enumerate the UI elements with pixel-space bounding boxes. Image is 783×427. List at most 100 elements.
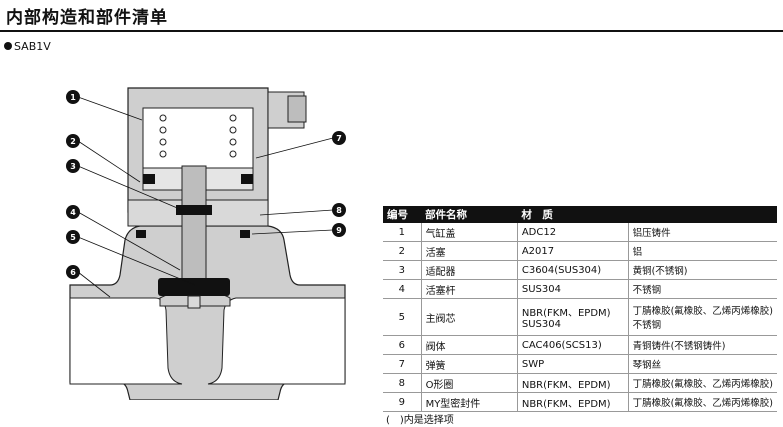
material-line: NBR(FKM、EPDM) xyxy=(521,398,611,410)
part-material: NBR(FKM、EPDM)SUS304 xyxy=(516,298,629,336)
part-name: 阀体 xyxy=(420,335,518,355)
inlet-port-shape xyxy=(69,297,183,385)
part-name: 活塞 xyxy=(420,241,518,261)
svg-text:3: 3 xyxy=(70,162,76,171)
header-number: 编号 xyxy=(383,206,422,223)
material-line: SWP xyxy=(521,358,545,370)
part-name: 活塞杆 xyxy=(420,279,518,299)
part-material: CAC406(SCS13) xyxy=(516,335,629,355)
part-number: 7 xyxy=(383,354,422,374)
valve-nut-shape xyxy=(187,295,201,309)
part-number: 8 xyxy=(383,373,422,393)
material-line: NBR(FKM、EPDM) xyxy=(521,379,611,391)
piston-seal-right xyxy=(241,174,253,184)
note-line: 青铜铸件(不锈钢铸件) xyxy=(632,341,726,352)
note-line: 不锈钢 xyxy=(632,285,662,296)
port-fitting-inner-shape xyxy=(287,95,307,123)
part-material-note: 铝压铸件 xyxy=(627,223,777,242)
part-material-note: 黄铜(不锈钢) xyxy=(627,260,777,280)
callout-2: 2 xyxy=(66,134,80,148)
material-line: A2017 xyxy=(521,245,555,257)
footnote: ( )内是选择项 xyxy=(386,415,454,426)
table-header-row: 编号 部件名称 材 质 xyxy=(383,206,777,223)
part-number: 5 xyxy=(383,298,422,336)
callout-9: 9 xyxy=(332,223,346,237)
part-number: 4 xyxy=(383,279,422,299)
bullet-dot-icon xyxy=(4,42,12,50)
header-note xyxy=(628,206,777,223)
rod-seal-shape xyxy=(176,205,212,215)
model-label: SAB1V xyxy=(4,40,51,53)
part-number: 3 xyxy=(383,260,422,280)
note-line: 不锈钢 xyxy=(632,320,662,331)
svg-text:4: 4 xyxy=(70,208,76,217)
part-number: 1 xyxy=(383,223,422,242)
page-title: 内部构造和部件清单 xyxy=(6,8,168,28)
header-part-name: 部件名称 xyxy=(421,206,518,223)
part-name: O形圈 xyxy=(420,373,518,393)
callout-5: 5 xyxy=(66,230,80,244)
piston-rod-shape xyxy=(181,165,207,287)
oring-left xyxy=(136,230,146,238)
part-material: SUS304 xyxy=(516,279,629,299)
part-material-note: 丁腈橡胶(氟橡胶、乙烯丙烯橡胶) 不锈钢 xyxy=(627,298,777,336)
header-material: 材 质 xyxy=(517,206,629,223)
callout-8: 8 xyxy=(332,203,346,217)
spring-shape xyxy=(159,114,237,158)
callout-3: 3 xyxy=(66,159,80,173)
part-name: MY型密封件 xyxy=(420,392,518,412)
material-line: SUS304 xyxy=(521,319,561,330)
note-line: 黄铜(不锈钢) xyxy=(632,266,688,277)
svg-text:9: 9 xyxy=(336,226,342,235)
svg-text:1: 1 xyxy=(70,93,76,102)
material-line: ADC12 xyxy=(521,226,557,238)
note-line: 丁腈橡胶(氟橡胶、乙烯丙烯橡胶) xyxy=(632,379,773,390)
material-line: NBR(FKM、EPDM) xyxy=(521,308,611,319)
callout-1: 1 xyxy=(66,90,80,104)
callout-7: 7 xyxy=(332,131,346,145)
material-line: SUS304 xyxy=(521,283,561,295)
part-number: 6 xyxy=(383,335,422,355)
svg-text:7: 7 xyxy=(336,134,342,143)
outlet-port-shape xyxy=(207,297,346,385)
svg-text:5: 5 xyxy=(70,233,76,242)
part-number: 2 xyxy=(383,241,422,261)
model-name: SAB1V xyxy=(14,40,51,53)
part-name: 主阀芯 xyxy=(420,298,518,336)
piston-seal-left xyxy=(143,174,155,184)
note-line: 丁腈橡胶(氟橡胶、乙烯丙烯橡胶) xyxy=(632,398,773,409)
part-material: SWP xyxy=(516,354,629,374)
part-material-note: 青铜铸件(不锈钢铸件) xyxy=(627,335,777,355)
part-number: 9 xyxy=(383,392,422,412)
part-material: NBR(FKM、EPDM) xyxy=(516,373,629,393)
note-line: 铝 xyxy=(632,247,643,258)
part-name: 适配器 xyxy=(420,260,518,280)
svg-text:6: 6 xyxy=(70,268,76,277)
part-material-note: 丁腈橡胶(氟橡胶、乙烯丙烯橡胶) xyxy=(627,392,777,412)
svg-text:8: 8 xyxy=(336,206,342,215)
note-line: 丁腈橡胶(氟橡胶、乙烯丙烯橡胶) xyxy=(632,306,773,317)
material-line: C3604(SUS304) xyxy=(521,264,602,276)
part-material: A2017 xyxy=(516,241,629,261)
main-valve-disc-shape xyxy=(158,278,230,296)
part-material-note: 丁腈橡胶(氟橡胶、乙烯丙烯橡胶) xyxy=(627,373,777,393)
callout-6: 6 xyxy=(66,265,80,279)
part-material-note: 琴钢丝 xyxy=(627,354,777,374)
part-name: 气缸盖 xyxy=(420,223,518,242)
svg-text:2: 2 xyxy=(70,137,76,146)
part-material-note: 不锈钢 xyxy=(627,279,777,299)
material-line: CAC406(SCS13) xyxy=(521,339,602,351)
title-divider xyxy=(0,30,783,32)
note-line: 铝压铸件 xyxy=(632,228,671,239)
part-material-note: 铝 xyxy=(627,241,777,261)
